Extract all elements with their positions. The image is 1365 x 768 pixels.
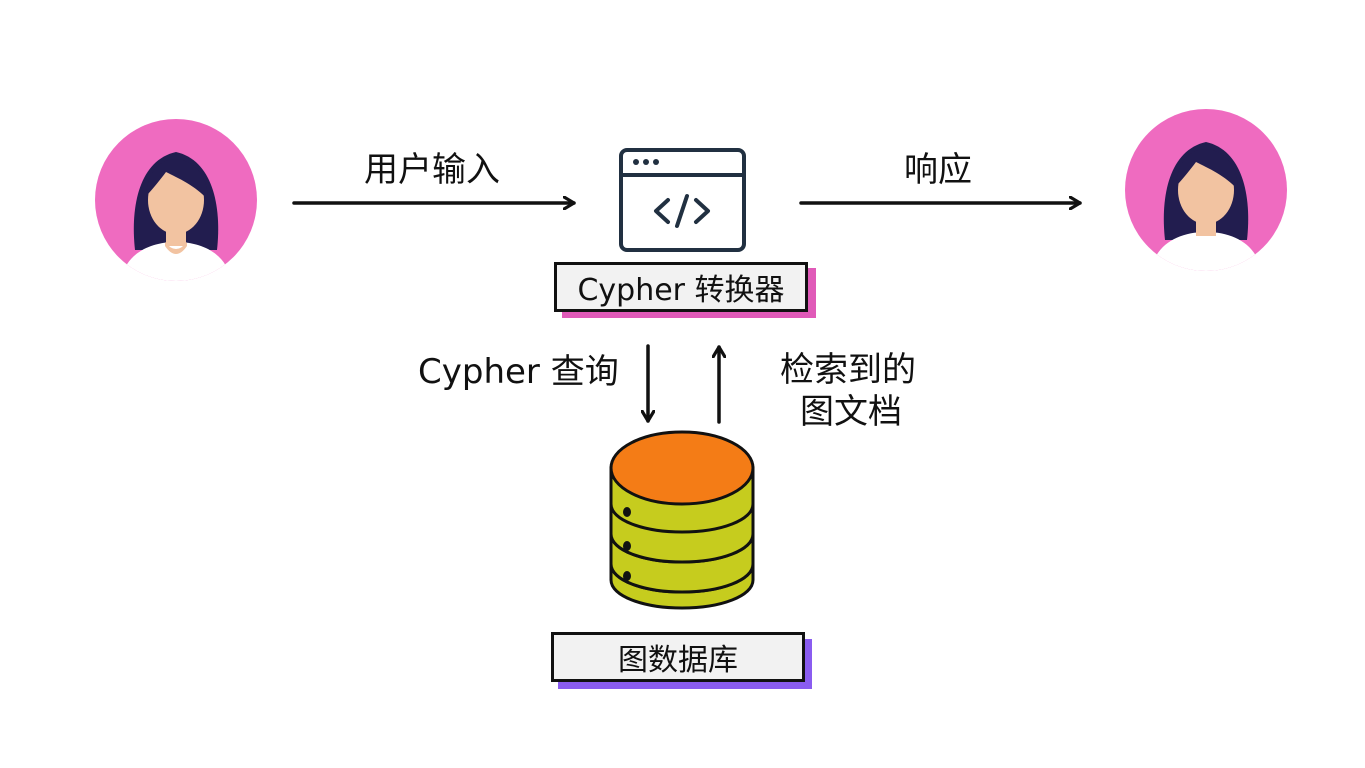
cypher-query-label: Cypher 查询: [418, 352, 619, 392]
response-label: 响应: [904, 150, 972, 190]
left-user-avatar-icon: [95, 119, 257, 281]
user-input-label: 用户输入: [364, 150, 500, 190]
converter-label-box: Cypher 转换器: [554, 262, 808, 312]
converter-label: Cypher 转换器: [577, 273, 785, 308]
database-label: 图数据库: [618, 643, 738, 678]
database-icon: [609, 430, 755, 610]
database-label-box: 图数据库: [551, 632, 805, 682]
retrieved-label-line1: 检索到的: [780, 350, 916, 390]
code-window-icon: [619, 148, 746, 252]
retrieved-label-line2: 图文档: [800, 392, 902, 432]
right-user-avatar-icon: [1125, 109, 1287, 271]
